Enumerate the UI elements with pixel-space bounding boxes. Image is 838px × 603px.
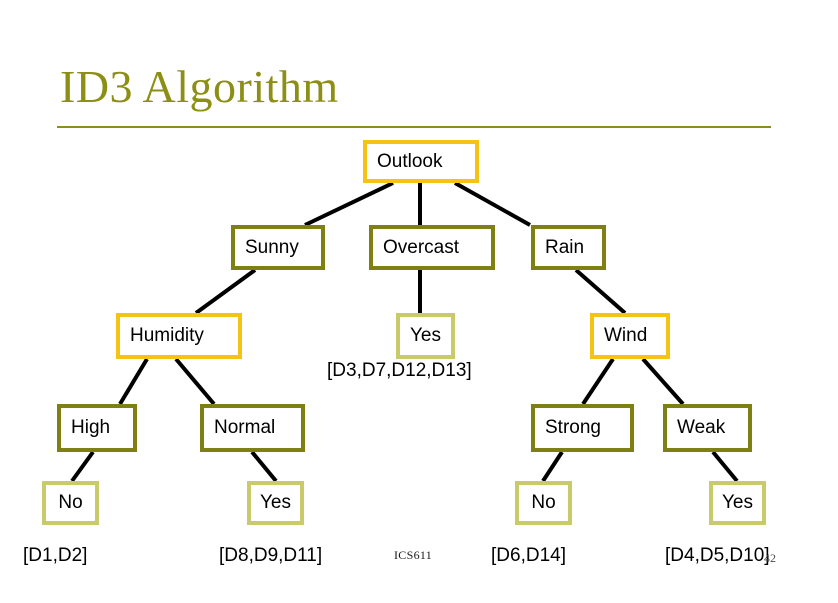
edge-outlook-sunny <box>304 181 394 227</box>
node-label: Strong <box>545 417 601 438</box>
set-label-no-strong: [D6,D14] <box>491 545 566 566</box>
node-overcast[interactable]: Overcast <box>369 225 495 270</box>
node-yes-weak[interactable]: Yes <box>709 481 766 525</box>
node-label: Yes <box>410 325 441 346</box>
set-label-yes-weak: [D4,D5,D10] <box>665 545 770 566</box>
edge-sunny-humidity <box>194 268 257 315</box>
page-title: ID3 Algorithm <box>60 61 339 112</box>
node-label: Overcast <box>383 236 460 258</box>
node-weak[interactable]: Weak <box>663 404 752 452</box>
edge-rain-wind <box>574 268 627 315</box>
node-yes-overcast[interactable]: Yes <box>396 313 455 359</box>
node-outlook[interactable]: Outlook <box>363 140 479 183</box>
node-label: High <box>71 417 111 438</box>
node-label: Weak <box>677 417 726 438</box>
set-label-overcast: [D3,D7,D12,D13] <box>327 360 472 381</box>
edge-wind-weak <box>641 357 685 406</box>
title-divider <box>57 126 771 128</box>
edge-outlook-rain <box>454 181 531 227</box>
node-no-high[interactable]: No <box>42 481 99 525</box>
set-label-yes-normal: [D8,D9,D11] <box>219 545 323 566</box>
edge-weak-yes <box>711 450 739 483</box>
node-strong[interactable]: Strong <box>531 404 634 452</box>
node-normal[interactable]: Normal <box>200 404 305 452</box>
edge-humidity-normal <box>174 357 216 406</box>
node-sunny[interactable]: Sunny <box>231 225 325 270</box>
edge-humidity-high <box>118 357 149 406</box>
edge-strong-no <box>541 450 564 483</box>
node-label: Wind <box>604 325 648 346</box>
edge-high-no <box>70 450 95 483</box>
node-label: Outlook <box>377 150 443 172</box>
node-label: Rain <box>545 236 585 258</box>
node-humidity[interactable]: Humidity <box>116 313 242 359</box>
edge-wind-strong <box>581 357 615 406</box>
node-label: No <box>58 492 83 513</box>
edge-normal-yes <box>250 450 278 483</box>
node-label: Yes <box>260 492 291 513</box>
node-high[interactable]: High <box>57 404 137 452</box>
node-rain[interactable]: Rain <box>531 225 606 270</box>
node-yes-normal[interactable]: Yes <box>247 481 304 525</box>
slide-page-number: 42 <box>764 551 776 565</box>
set-label-no-high: [D1,D2] <box>23 545 88 566</box>
node-label: Humidity <box>130 325 204 346</box>
node-label: Sunny <box>245 236 299 258</box>
node-wind[interactable]: Wind <box>590 313 670 359</box>
footer-course-code: ICS611 <box>394 548 433 562</box>
node-label: Normal <box>214 417 276 438</box>
node-label: Yes <box>722 492 753 513</box>
node-no-strong[interactable]: No <box>515 481 572 525</box>
node-label: No <box>531 492 556 513</box>
